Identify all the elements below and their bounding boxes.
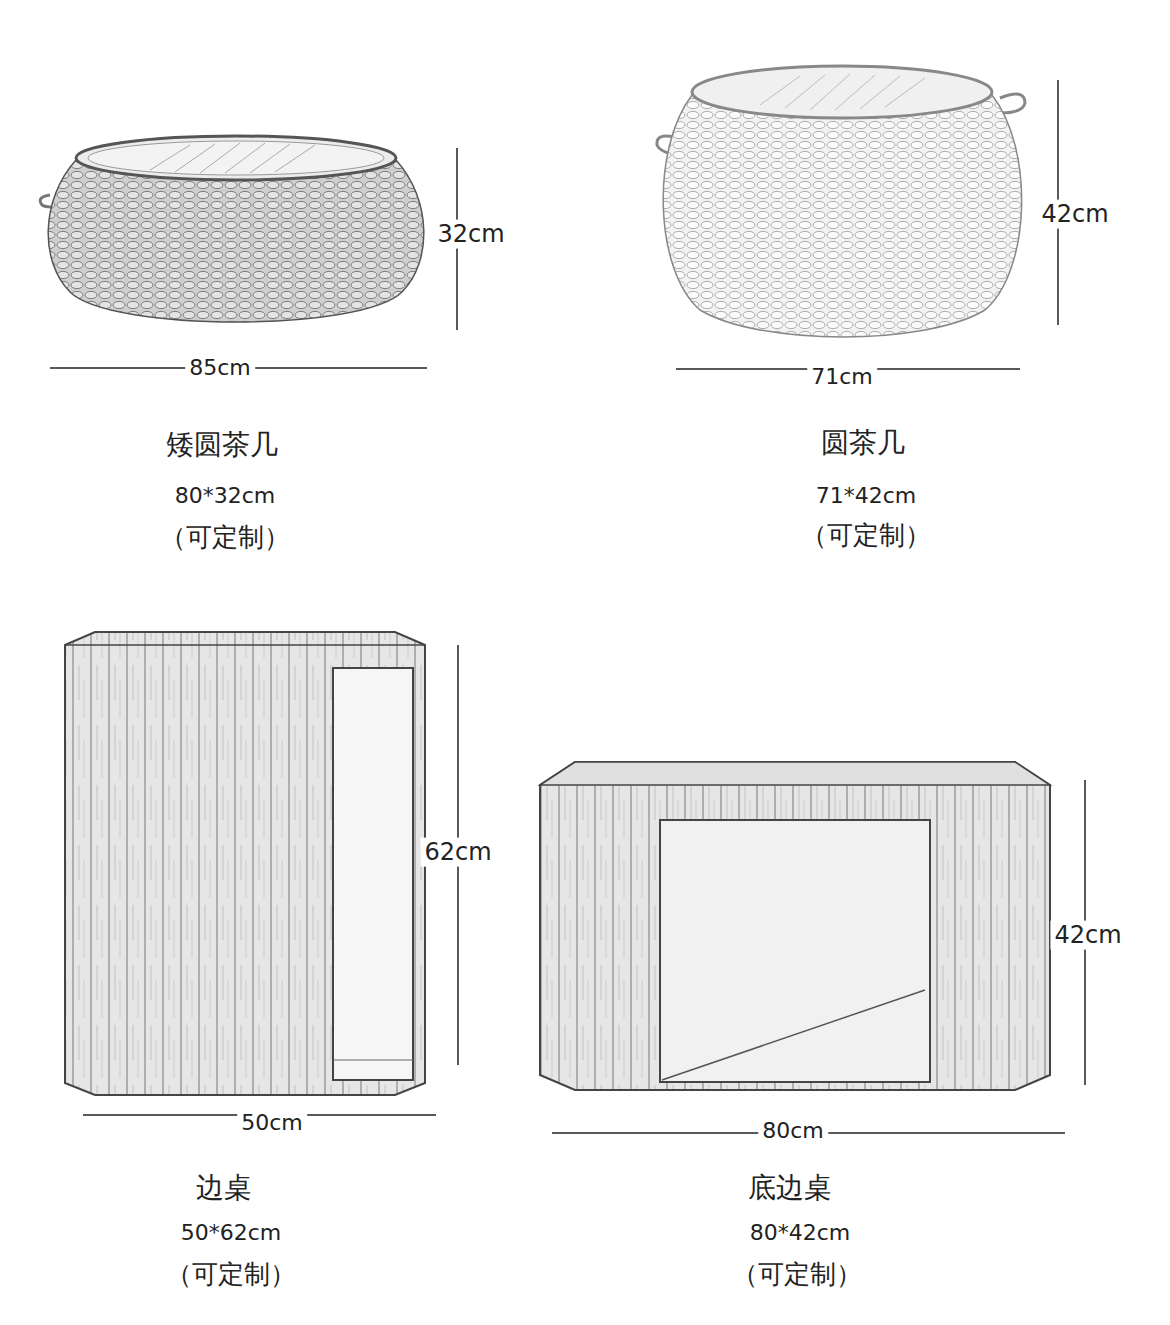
dimension-label: 62cm [420, 838, 495, 867]
custom-note: （可定制） [162, 1259, 300, 1290]
dimension-label: 32cm [433, 220, 508, 249]
dimension-label: 50cm [237, 1110, 307, 1136]
product-name: 矮圆茶几 [162, 428, 282, 462]
custom-note: （可定制） [797, 520, 935, 551]
dimension-label: 85cm [185, 355, 255, 381]
size-spec: 80*32cm [171, 483, 280, 509]
custom-note: （可定制） [728, 1259, 866, 1290]
dimension-label: 80cm [758, 1118, 828, 1144]
dimension-label: 71cm [807, 364, 877, 390]
product-name: 圆茶几 [817, 426, 909, 460]
size-spec: 71*42cm [812, 483, 921, 509]
size-spec: 50*62cm [177, 1220, 286, 1246]
size-spec: 80*42cm [746, 1220, 855, 1246]
dimension-label: 42cm [1050, 921, 1125, 950]
product-name: 边桌 [192, 1171, 256, 1205]
custom-note: （可定制） [156, 522, 294, 553]
dimension-label: 42cm [1037, 200, 1112, 229]
product-name: 底边桌 [744, 1171, 836, 1205]
